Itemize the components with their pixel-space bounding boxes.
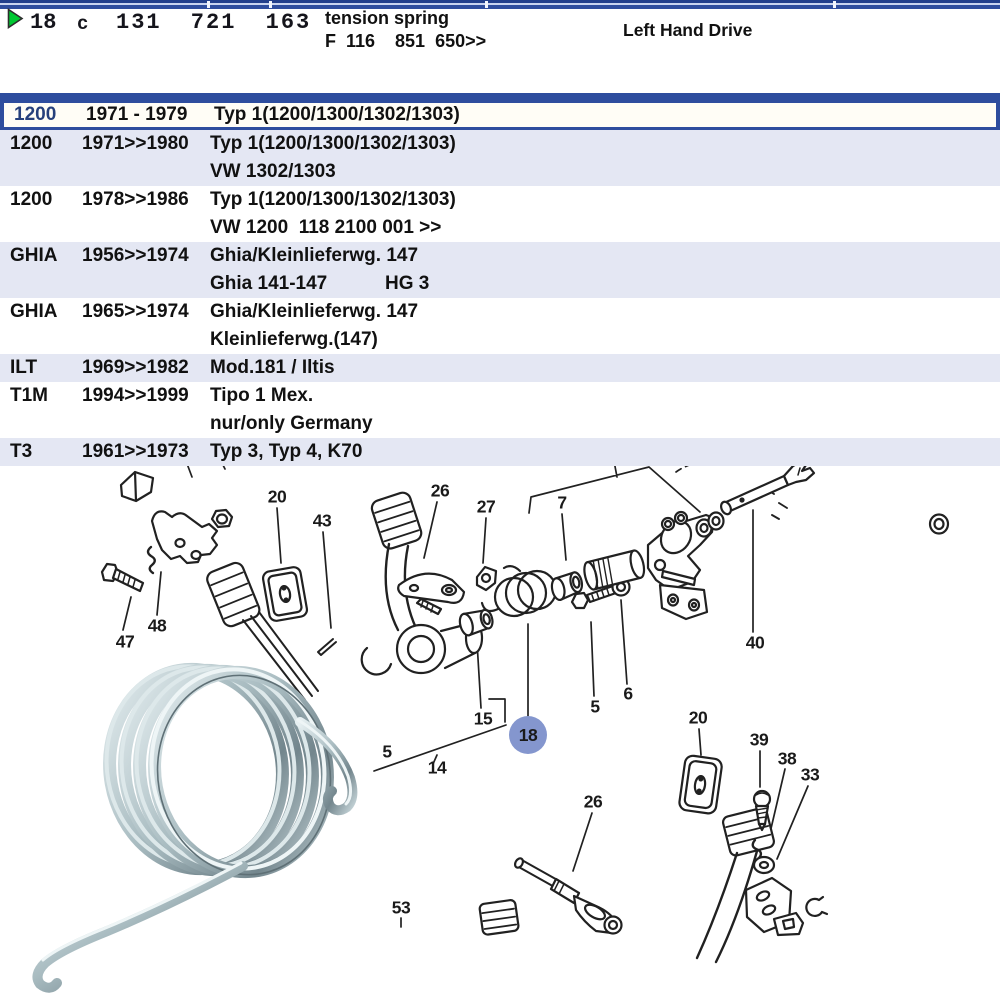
part-callout-33[interactable]: 33 [800, 764, 820, 785]
years-cell: 1956>>1974 [82, 245, 189, 266]
part-callout-7[interactable]: 7 [557, 492, 567, 513]
description-cell-line2: VW 1302/1303 [210, 161, 336, 182]
table-row[interactable]: T1M 1994>>1999 Tipo 1 Mex. nur/only Germany [0, 382, 1000, 438]
years-cell: 1971 - 1979 [86, 104, 188, 125]
description-cell-line2: nur/only Germany [210, 413, 373, 434]
strip-tick [833, 1, 836, 8]
part-callout-38[interactable]: 38 [777, 748, 797, 769]
part-callout-18-highlighted[interactable]: 18 [509, 716, 547, 754]
model-cell: T1M [10, 385, 48, 406]
model-cell: T3 [10, 441, 33, 462]
part-callout-5[interactable]: 5 [590, 696, 600, 717]
part-callout-27[interactable]: 27 [476, 496, 496, 517]
model-cell: ILT [10, 357, 38, 378]
part-callout-47[interactable]: 47 [115, 631, 135, 652]
table-row[interactable]: T3 1961>>1973 Typ 3, Typ 4, K70 [0, 438, 1000, 466]
description-cell: Typ 1(1200/1300/1302/1303) [210, 133, 456, 154]
description-cell-line2: VW 1200 118 2100 001 >> [210, 217, 442, 238]
part-number: 131 721 163 [116, 10, 312, 35]
part-callout-43[interactable]: 43 [312, 510, 332, 531]
description-cell: Typ 1(1200/1300/1302/1303) [214, 104, 460, 125]
part-callout-53[interactable]: 53 [391, 897, 411, 918]
years-cell: 1971>>1980 [82, 133, 189, 154]
years-cell: 1961>>1973 [82, 441, 189, 462]
part-callout-15[interactable]: 15 [473, 708, 493, 729]
table-top-bar [0, 93, 1000, 103]
spring-photo [32, 662, 358, 993]
table-row[interactable]: 1200 1978>>1986 Typ 1(1200/1300/1302/1303)… [0, 186, 1000, 242]
part-callout-5[interactable]: 5 [382, 741, 392, 762]
part-callout-20[interactable]: 20 [267, 486, 287, 507]
description-cell: Mod.181 / Iltis [210, 357, 335, 378]
part-callout-40[interactable]: 40 [745, 632, 765, 653]
model-cell: GHIA [10, 301, 58, 322]
years-cell: 1994>>1999 [82, 385, 189, 406]
row-selector-arrow-icon[interactable] [7, 8, 25, 30]
part-callout-39[interactable]: 39 [749, 729, 769, 750]
strip-tick [207, 1, 210, 8]
part-code: c [77, 13, 89, 35]
table-row[interactable]: 1200 1971>>1980 Typ 1(1200/1300/1302/1303)… [0, 130, 1000, 186]
description-cell: Ghia/Kleinlieferwg. 147 [210, 301, 419, 322]
part-callout-14[interactable]: 14 [427, 757, 447, 778]
description-cell-line2: Kleinlieferwg.(147) [210, 329, 378, 350]
part-name: tension spring [325, 8, 450, 28]
part-callout-26[interactable]: 26 [583, 791, 603, 812]
strip-tick [485, 1, 488, 8]
years-cell: 1965>>1974 [82, 301, 189, 322]
part-callout-48[interactable]: 48 [147, 615, 167, 636]
part-valid-range: F 116 851 650>> [325, 31, 487, 51]
part-item-number: 18 [30, 10, 57, 35]
model-cell: 1200 [10, 133, 53, 154]
description-cell: Typ 1(1200/1300/1302/1303) [210, 189, 456, 210]
model-cell: 1200 [14, 104, 57, 125]
description-cell: Ghia/Kleinlieferwg. 147 [210, 245, 419, 266]
strip-tick [269, 1, 272, 8]
drive-note: Left Hand Drive [623, 20, 753, 40]
description-cell: Tipo 1 Mex. [210, 385, 314, 406]
model-cell: GHIA [10, 245, 58, 266]
part-callout-6[interactable]: 6 [623, 683, 633, 704]
part-callout-20[interactable]: 20 [688, 707, 708, 728]
years-cell: 1969>>1982 [82, 357, 189, 378]
table-row[interactable]: 1200 1971 - 1979 Typ 1(1200/1300/1302/1303… [0, 103, 1000, 130]
gearbox-code: HG 3 [385, 273, 430, 294]
table-row[interactable]: ILT 1969>>1982 Mod.181 / Iltis [0, 354, 1000, 382]
years-cell: 1978>>1986 [82, 189, 189, 210]
part-callout-26[interactable]: 26 [430, 480, 450, 501]
description-cell: Typ 3, Typ 4, K70 [210, 441, 363, 462]
top-toolbar-strip [0, 0, 1000, 9]
model-cell: 1200 [10, 189, 53, 210]
